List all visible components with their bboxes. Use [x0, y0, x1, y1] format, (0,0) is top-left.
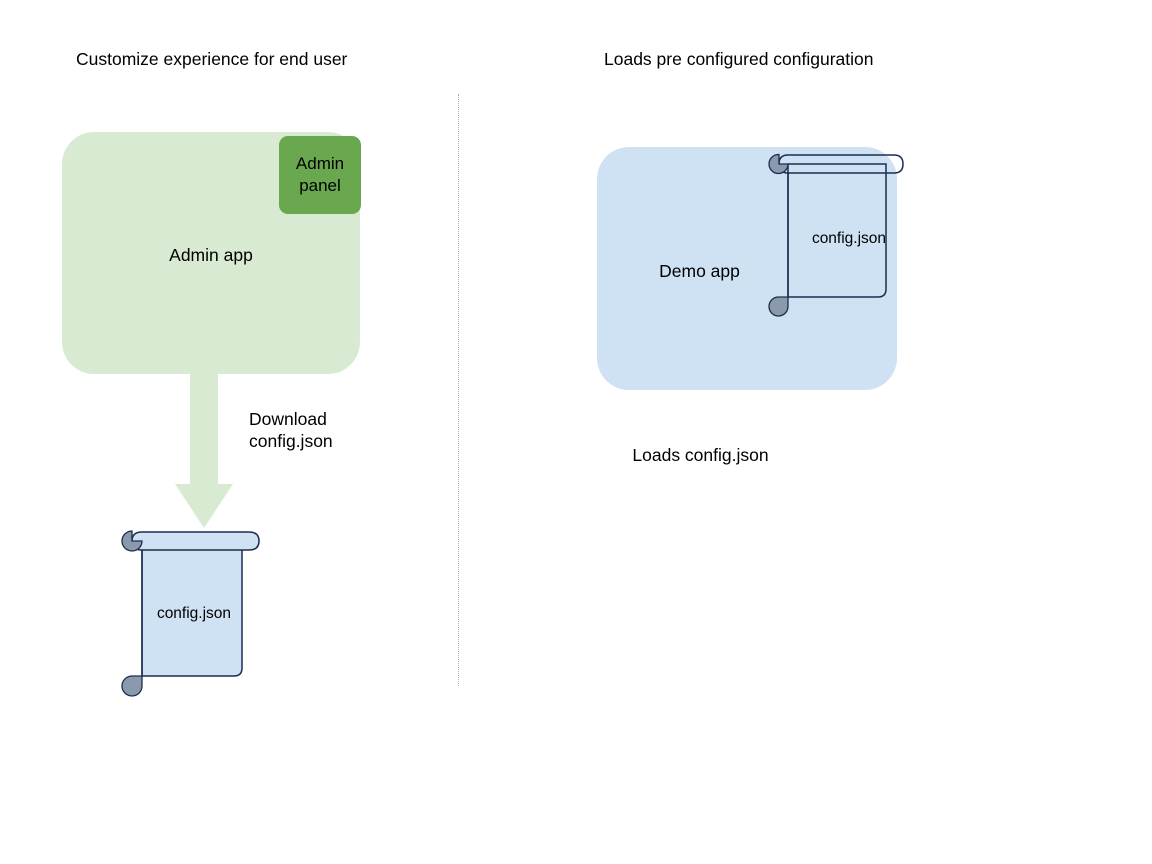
download-arrow-icon — [175, 372, 233, 530]
admin-panel-label-line2: panel — [299, 176, 341, 195]
config-json-document-right-label: config.json — [811, 230, 887, 247]
admin-app-label: Admin app — [169, 245, 253, 265]
config-json-document-left[interactable]: config.json — [121, 528, 264, 697]
admin-panel-box[interactable]: Admin panel — [279, 136, 361, 214]
loads-config-caption: Loads config.json — [632, 445, 769, 465]
config-json-document-left-label: config.json — [156, 605, 232, 622]
demo-app-box[interactable] — [597, 147, 897, 390]
demo-app-label: Demo app — [659, 261, 740, 281]
section-divider — [458, 94, 459, 686]
download-arrow-label-line1: Download — [249, 409, 327, 429]
admin-panel-label-line1: Admin — [295, 153, 345, 173]
download-arrow-label-line2: config.json — [249, 431, 333, 452]
right-section-title: Loads pre configured configuration — [604, 49, 874, 69]
config-json-document-right[interactable]: config.json — [768, 152, 908, 317]
admin-panel-label: Admin panel — [279, 153, 361, 198]
left-section-title: Customize experience for end user — [76, 49, 348, 69]
